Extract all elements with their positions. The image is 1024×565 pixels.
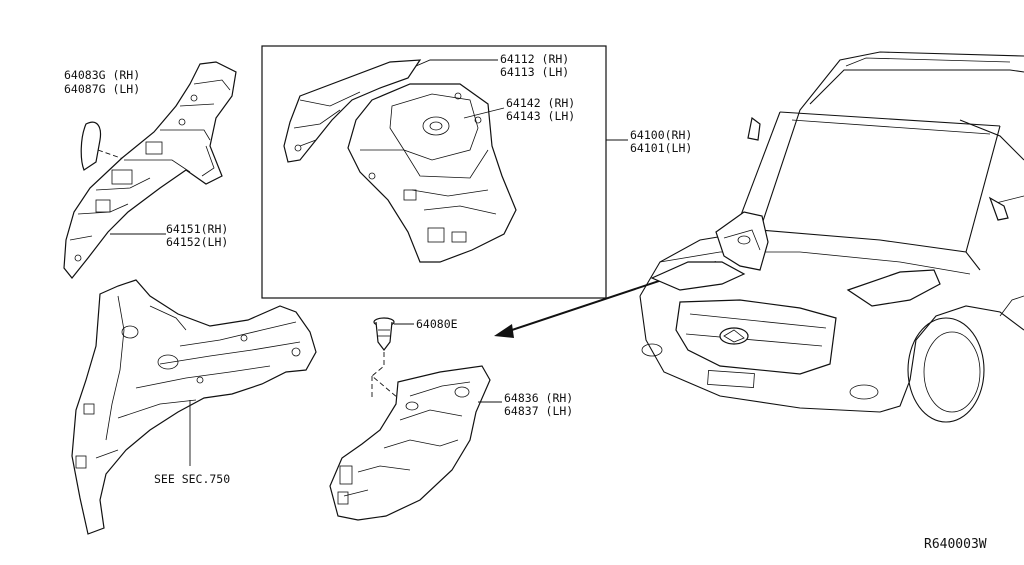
label-see-sec: SEE SEC.750 xyxy=(154,400,230,486)
hoodledge-assembly-box xyxy=(261,45,607,299)
splash-shield-part xyxy=(329,352,491,521)
diagram-reference-id: R640003W xyxy=(924,537,987,552)
callout-64143: 64143 (LH) xyxy=(506,109,575,123)
label-64142: 64142 (RH) 64143 (LH) xyxy=(463,96,575,123)
label-64112: 64112 (RH) 64113 (LH) xyxy=(415,52,569,79)
label-64836: 64836 (RH) 64837 (LH) xyxy=(478,391,573,418)
callout-64837: 64837 (LH) xyxy=(504,404,573,418)
callout-64087g: 64087G (LH) xyxy=(64,82,140,96)
label-64080e: 64080E xyxy=(394,317,458,331)
label-64083: 64083G (RH) 64087G (LH) xyxy=(64,68,140,96)
callout-64152: 64152(LH) xyxy=(166,235,228,249)
vehicle-illustration xyxy=(639,51,1024,423)
callout-64113: 64113 (LH) xyxy=(500,65,569,79)
hoodledge-reinforcement-part xyxy=(63,61,237,279)
callout-64142: 64142 (RH) xyxy=(506,96,575,110)
callout-64101: 64101(LH) xyxy=(630,141,692,155)
label-64100: 64100(RH) 64101(LH) xyxy=(606,128,692,155)
callout-64112: 64112 (RH) xyxy=(500,52,569,66)
clip-64080e-part xyxy=(373,317,395,351)
callout-64100: 64100(RH) xyxy=(630,128,692,142)
label-64151: 64151(RH) 64152(LH) xyxy=(110,222,228,249)
front-side-member-part xyxy=(71,279,317,535)
see-section-750: SEE SEC.750 xyxy=(154,472,230,486)
callout-64083g: 64083G (RH) xyxy=(64,68,140,82)
callout-64836: 64836 (RH) xyxy=(504,391,573,405)
callout-64151: 64151(RH) xyxy=(166,222,228,236)
callout-64080e: 64080E xyxy=(416,317,458,331)
